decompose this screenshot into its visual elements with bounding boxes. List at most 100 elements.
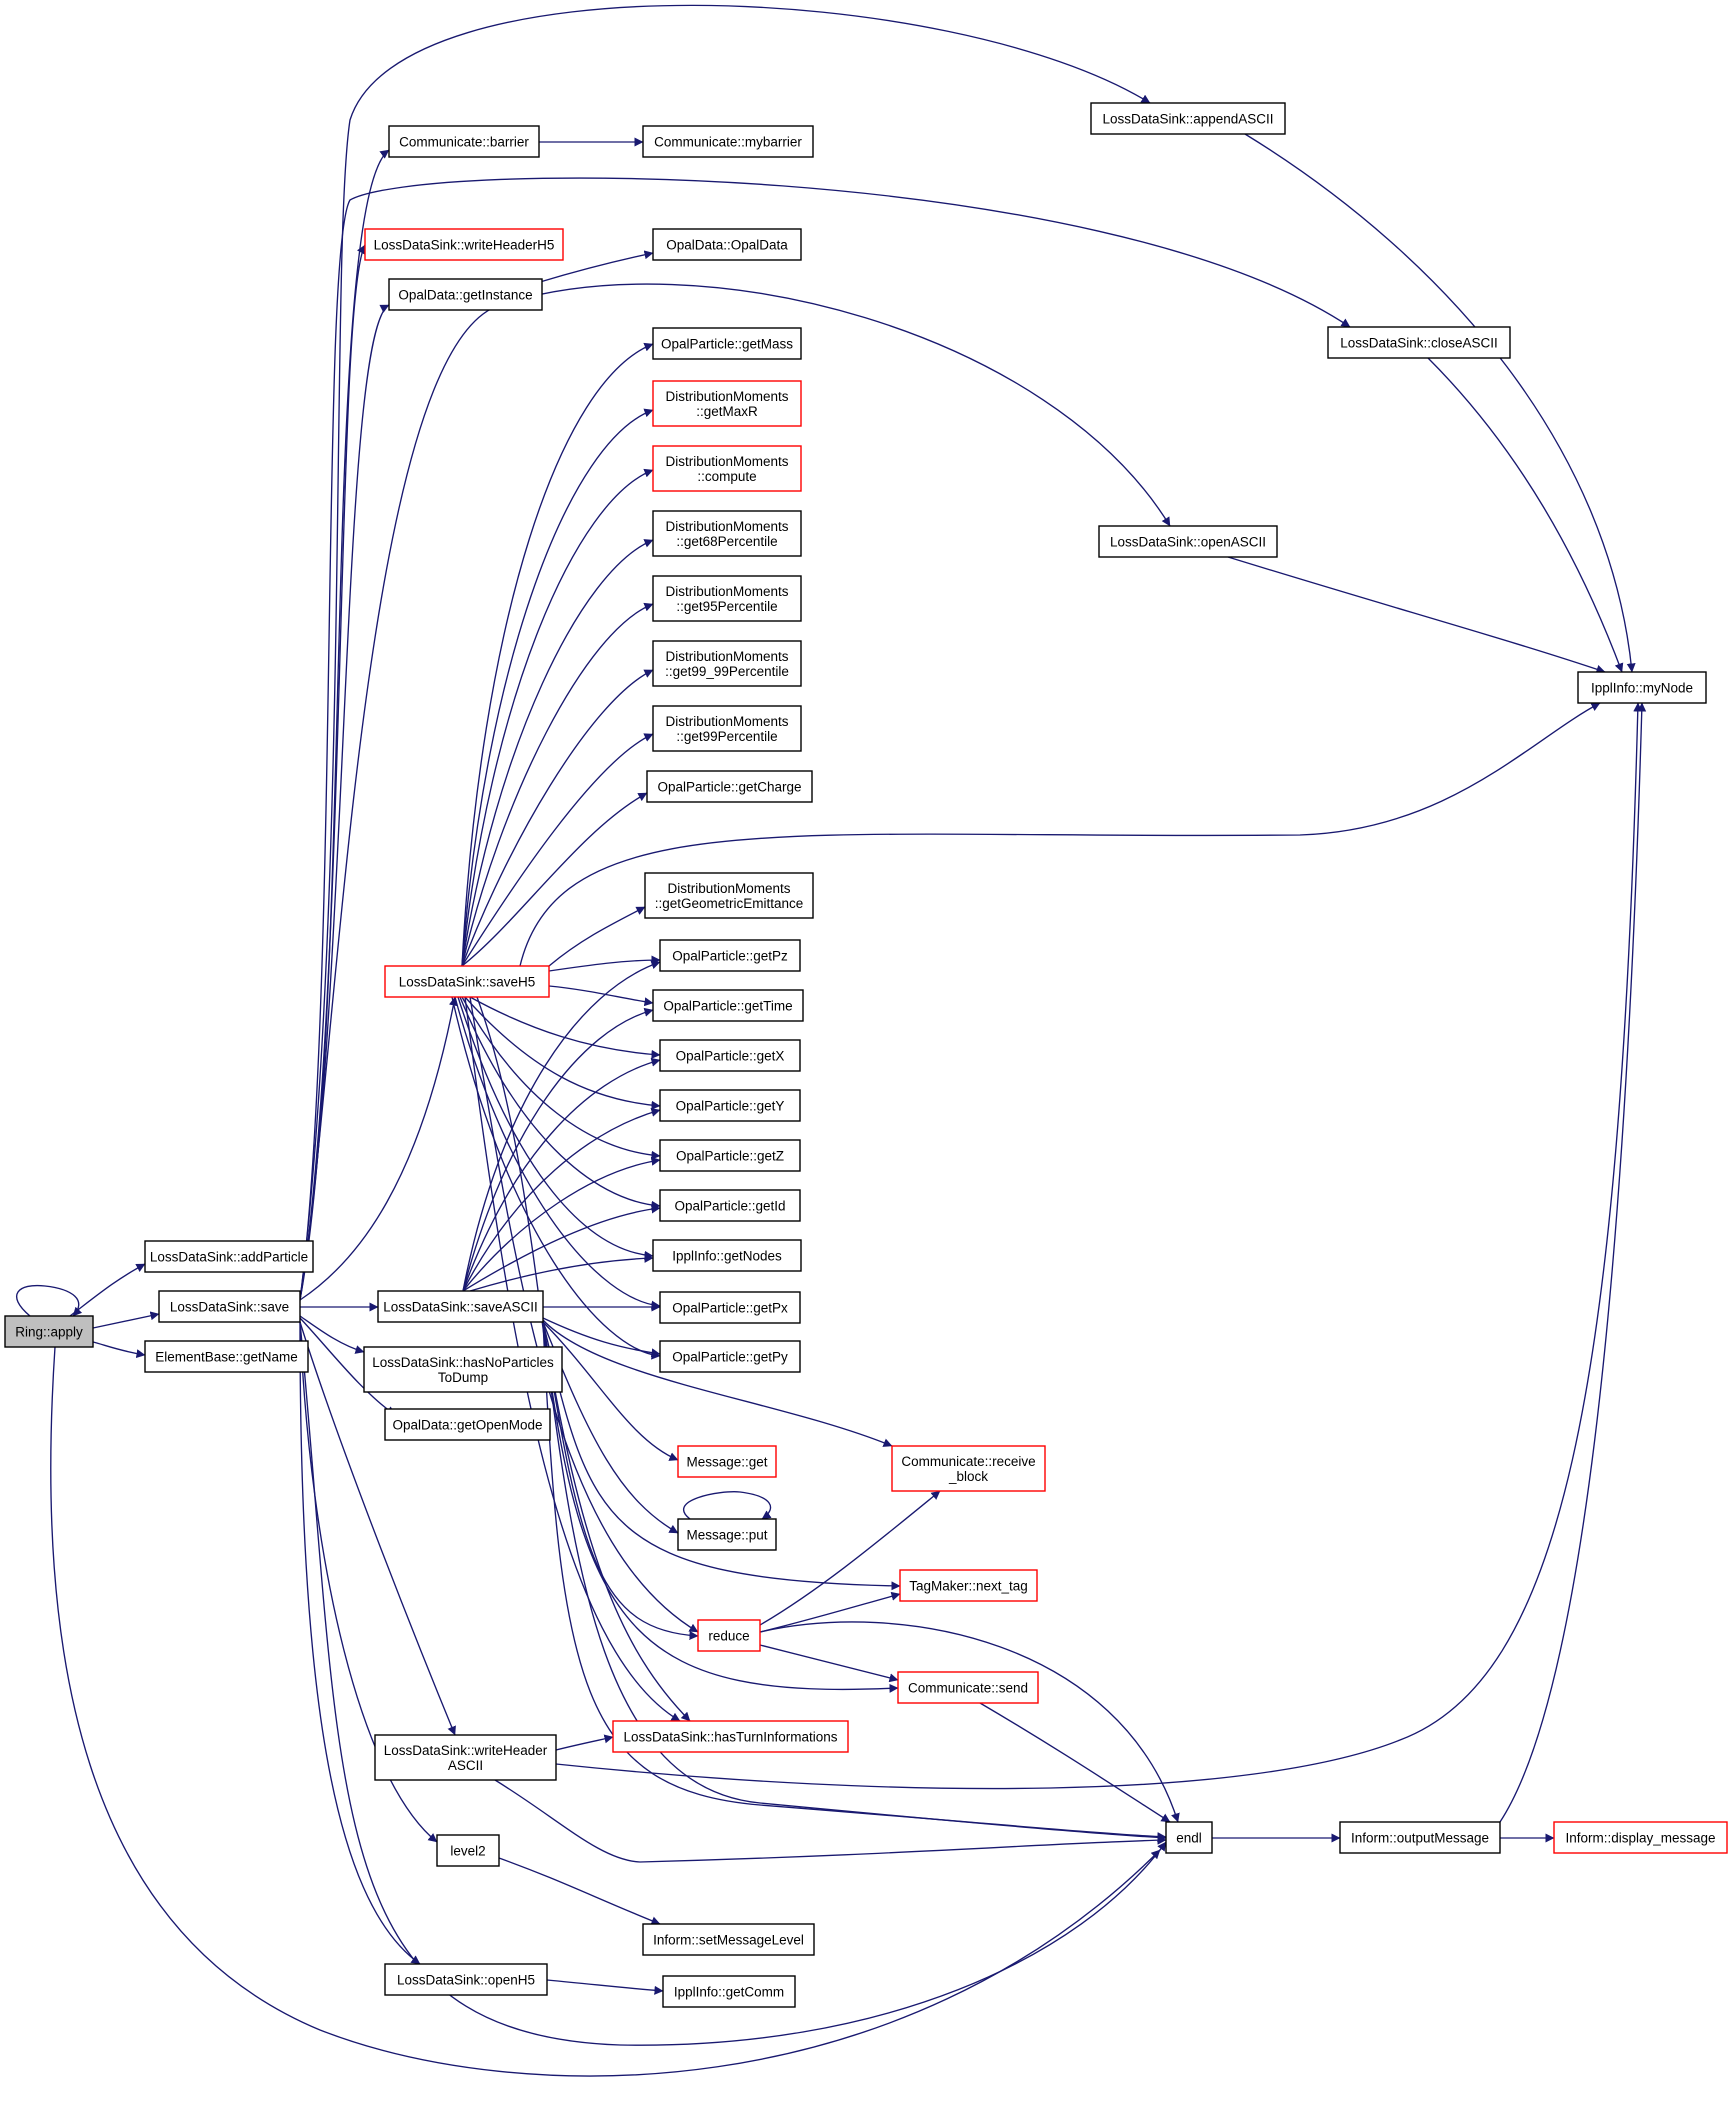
node-label-reduce: reduce — [708, 1629, 749, 1644]
node-box-get-charge — [646, 770, 813, 803]
node-label-p99-99: DistributionMoments — [665, 649, 788, 664]
node-display-message[interactable]: Inform::display_message — [1553, 1821, 1728, 1854]
node-append-ascii[interactable]: LossDataSink::appendASCII — [1090, 102, 1286, 135]
node-save-ascii[interactable]: LossDataSink::saveASCII — [377, 1290, 544, 1323]
node-open-ascii[interactable]: LossDataSink::openASCII — [1098, 525, 1278, 558]
node-p68[interactable]: DistributionMoments::get68Percentile — [652, 510, 802, 557]
node-save-h5[interactable]: LossDataSink::saveH5 — [384, 965, 550, 998]
node-box-close-ascii — [1327, 326, 1511, 359]
node-p95[interactable]: DistributionMoments::get95Percentile — [652, 575, 802, 622]
edge-save-to-write-header-h5 — [299, 244, 366, 1301]
node-label-get-charge: OpalParticle::getCharge — [657, 780, 801, 795]
node-box-write-header-ascii — [374, 1734, 557, 1781]
node-box-next-tag — [899, 1569, 1038, 1602]
node-geo-emit[interactable]: DistributionMoments::getGeometricEmittan… — [644, 872, 814, 919]
node-get-time[interactable]: OpalParticle::getTime — [652, 989, 804, 1022]
edge-ring-apply-to-endl — [50, 1346, 1161, 2077]
edge-save-h5-to-p99 — [461, 733, 654, 967]
node-endl[interactable]: endl — [1165, 1821, 1213, 1854]
node-p99-99[interactable]: DistributionMoments::get99_99Percentile — [652, 640, 802, 687]
edge-ring-apply-to-ring-apply — [16, 1284, 83, 1317]
node-p99[interactable]: DistributionMoments::get99Percentile — [652, 705, 802, 752]
edge-ring-apply-to-get-name — [92, 1341, 146, 1359]
node-output-message[interactable]: Inform::outputMessage — [1339, 1821, 1501, 1854]
node-get-name[interactable]: ElementBase::getName — [144, 1340, 309, 1373]
node-open-h5[interactable]: LossDataSink::openH5 — [384, 1963, 548, 1996]
node-get-max-r[interactable]: DistributionMoments::getMaxR — [652, 380, 802, 427]
node-get-z[interactable]: OpalParticle::getZ — [659, 1139, 801, 1172]
node-reduce[interactable]: reduce — [697, 1619, 761, 1652]
node-label-my-node: IpplInfo::myNode — [1591, 681, 1693, 696]
node-mybarrier[interactable]: Communicate::mybarrier — [642, 125, 814, 158]
edge-append-ascii-to-my-node — [1244, 133, 1636, 673]
node-label-display-message: Inform::display_message — [1565, 1831, 1715, 1846]
edge-save-ascii-to-next-tag — [542, 1321, 901, 1591]
node-opal-get-instance[interactable]: OpalData::getInstance — [388, 278, 543, 311]
node-label-level2: level2 — [450, 1844, 485, 1859]
node-label-p68: DistributionMoments — [665, 519, 788, 534]
edge-save-h5-to-get-max-r — [461, 408, 654, 967]
node-box-get-pz — [659, 939, 801, 972]
edge-save-h5-to-reduce — [469, 996, 699, 1633]
edge-write-header-ascii-to-endl — [494, 1779, 1167, 1863]
node-label-next-tag: TagMaker::next_tag — [909, 1579, 1028, 1594]
node-receive-block[interactable]: Communicate::receive_block — [891, 1445, 1046, 1492]
node-barrier[interactable]: Communicate::barrier — [388, 125, 540, 158]
node-label-geo-emit: ::getGeometricEmittance — [655, 896, 804, 911]
node-box-has-turn-info — [612, 1720, 849, 1753]
node-next-tag[interactable]: TagMaker::next_tag — [899, 1569, 1038, 1602]
node-get-x[interactable]: OpalParticle::getX — [659, 1039, 801, 1072]
node-label-append-ascii: LossDataSink::appendASCII — [1102, 112, 1273, 127]
node-label-has-turn-info: LossDataSink::hasTurnInformations — [623, 1730, 837, 1745]
node-comm-send[interactable]: Communicate::send — [897, 1671, 1039, 1704]
node-get-px[interactable]: OpalParticle::getPx — [659, 1291, 801, 1324]
edge-message-put-to-message-put — [682, 1491, 772, 1520]
edge-save-h5-to-get-y — [464, 996, 661, 1110]
node-label-opal-ctor: OpalData::OpalData — [666, 238, 788, 253]
edge-ring-apply-to-save — [92, 1311, 160, 1329]
node-label-get-max-r: DistributionMoments — [665, 389, 788, 404]
node-label-p99: DistributionMoments — [665, 714, 788, 729]
edge-save-ascii-to-comm-send — [542, 1321, 899, 1693]
node-save[interactable]: LossDataSink::save — [158, 1290, 301, 1323]
node-get-comm[interactable]: IpplInfo::getComm — [662, 1975, 796, 2008]
node-my-node[interactable]: IpplInfo::myNode — [1577, 671, 1707, 704]
node-message-put[interactable]: Message::put — [677, 1518, 777, 1551]
node-label-get-name: ElementBase::getName — [155, 1350, 298, 1365]
node-label-write-header-ascii: LossDataSink::writeHeader — [384, 1743, 548, 1758]
edge-save-to-append-ascii — [299, 4, 1151, 1301]
edge-save-to-has-no-particles — [299, 1315, 365, 1354]
node-get-pz[interactable]: OpalParticle::getPz — [659, 939, 801, 972]
node-set-message-level[interactable]: Inform::setMessageLevel — [642, 1923, 815, 1956]
node-get-mass[interactable]: OpalParticle::getMass — [652, 327, 802, 360]
node-label-ring-apply: Ring::apply — [15, 1325, 83, 1340]
node-opal-ctor[interactable]: OpalData::OpalData — [652, 228, 802, 261]
edge-save-ascii-to-get-nodes — [469, 1253, 654, 1292]
node-label-save-ascii: LossDataSink::saveASCII — [383, 1300, 538, 1315]
node-get-id[interactable]: OpalParticle::getId — [659, 1189, 801, 1222]
node-close-ascii[interactable]: LossDataSink::closeASCII — [1327, 326, 1511, 359]
node-box-get-name — [144, 1340, 309, 1373]
node-level2[interactable]: level2 — [436, 1834, 500, 1867]
node-message-get[interactable]: Message::get — [677, 1445, 777, 1478]
node-label-save-h5: LossDataSink::saveH5 — [399, 975, 536, 990]
node-get-py[interactable]: OpalParticle::getPy — [659, 1340, 801, 1373]
edge-reduce-to-comm-send — [759, 1644, 899, 1683]
edge-save-ascii-to-endl — [542, 1321, 1167, 1842]
node-get-open-mode[interactable]: OpalData::getOpenMode — [384, 1408, 551, 1441]
edge-save-h5-to-p68 — [461, 539, 654, 967]
node-get-nodes[interactable]: IpplInfo::getNodes — [652, 1239, 802, 1272]
node-label-get-z: OpalParticle::getZ — [676, 1149, 784, 1164]
node-ring-apply[interactable]: Ring::apply — [4, 1315, 94, 1348]
node-add-particle[interactable]: LossDataSink::addParticle — [144, 1240, 314, 1273]
node-get-charge[interactable]: OpalParticle::getCharge — [646, 770, 813, 803]
node-has-turn-info[interactable]: LossDataSink::hasTurnInformations — [612, 1720, 849, 1753]
node-label-get-px: OpalParticle::getPx — [672, 1301, 788, 1316]
node-label-get-id: OpalParticle::getId — [674, 1199, 785, 1214]
node-write-header-h5[interactable]: LossDataSink::writeHeaderH5 — [364, 228, 564, 261]
node-get-y[interactable]: OpalParticle::getY — [659, 1089, 801, 1122]
node-compute[interactable]: DistributionMoments::compute — [652, 445, 802, 492]
edge-save-ascii-to-get-py — [542, 1317, 661, 1358]
